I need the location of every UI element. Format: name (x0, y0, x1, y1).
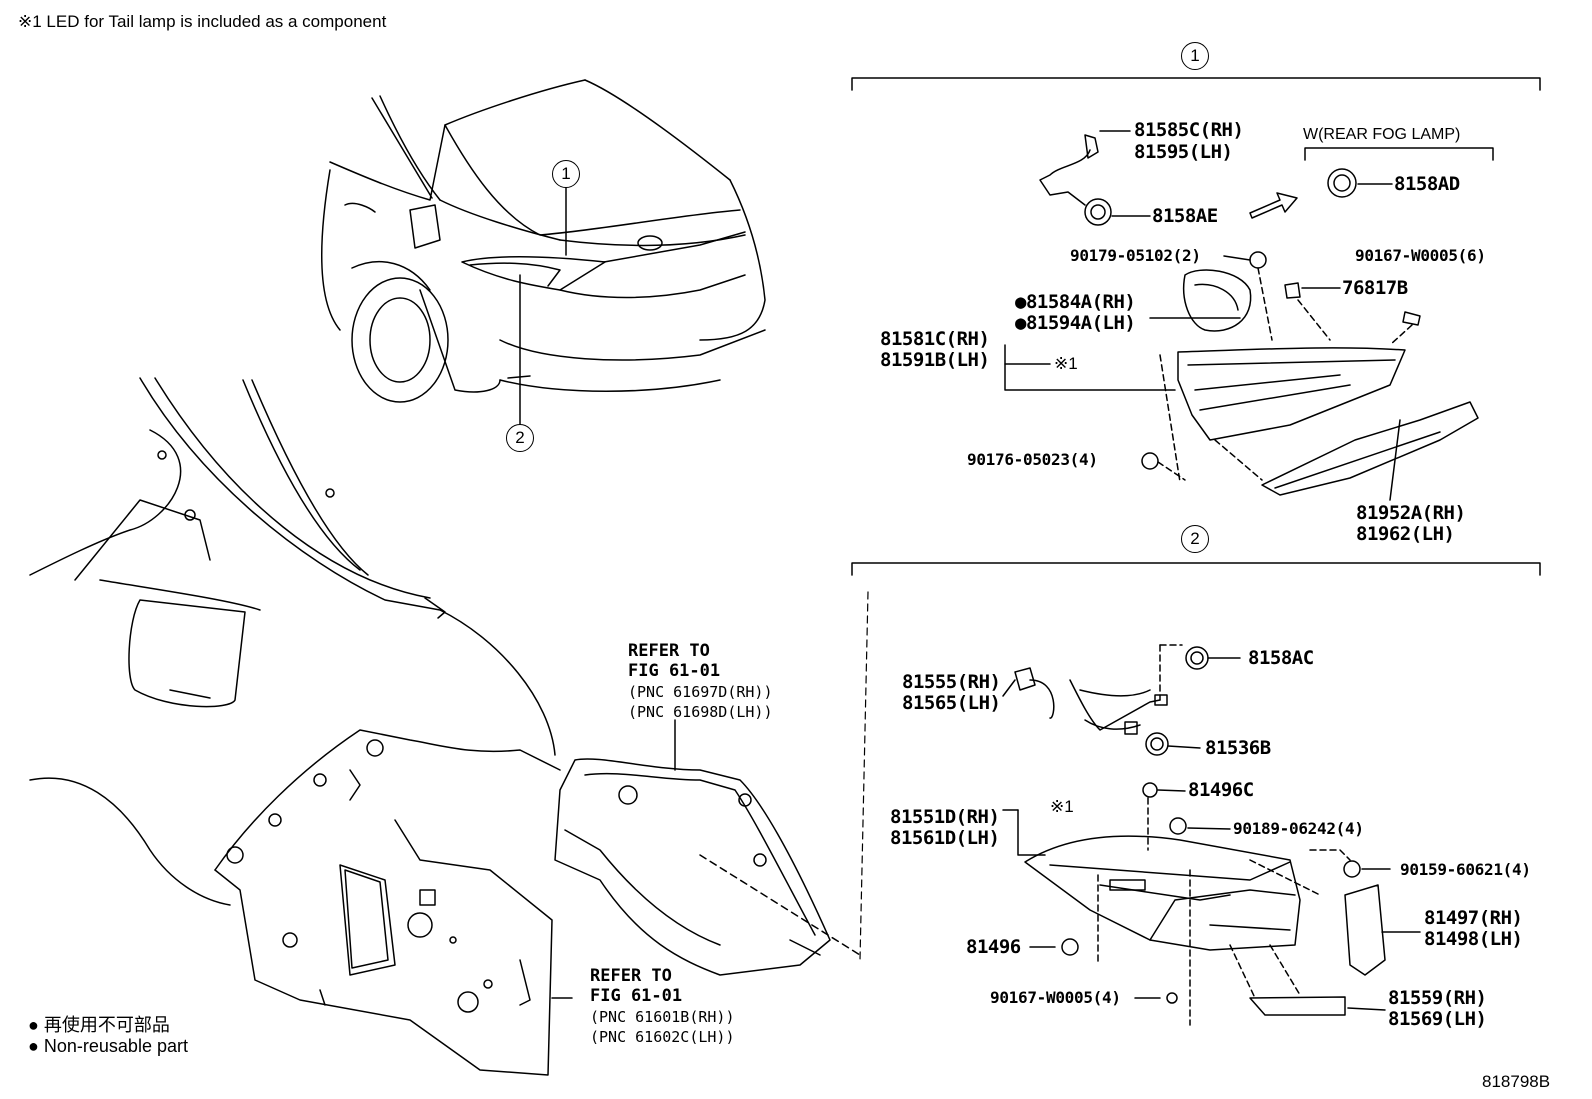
header-note: ※1 LED for Tail lamp is included as a co… (18, 12, 387, 31)
part-81584A[interactable]: ●81584A(RH) (1015, 291, 1136, 313)
rear-fog-lamp-label: W(REAR FOG LAMP) (1303, 126, 1461, 143)
part-81952A[interactable]: 81952A(RH) (1356, 502, 1466, 524)
part-90167-b[interactable]: 90167-W0005(4) (990, 988, 1121, 1007)
part-90159[interactable]: 90159-60621(4) (1400, 860, 1531, 879)
part-81591B[interactable]: 81591B(LH) (880, 349, 990, 371)
refer-lower-line-3: (PNC 61601B(RH)) (590, 1008, 735, 1026)
callout-2: 2 (506, 424, 534, 452)
part-81594A[interactable]: ●81594A(LH) (1015, 312, 1136, 334)
quarter-panel-assembly (29, 377, 869, 1076)
part-90179[interactable]: 90179-05102(2) (1070, 246, 1201, 265)
part-81962[interactable]: 81962(LH) (1356, 523, 1455, 545)
legend-jp: ● 再使用不可部品 (28, 1011, 170, 1037)
callout-1: 1 (552, 160, 580, 188)
part-90167-a[interactable]: 90167-W0005(6) (1355, 246, 1486, 265)
part-90189[interactable]: 90189-06242(4) (1233, 819, 1364, 838)
part-81551D[interactable]: 81551D(RH) (890, 806, 1000, 828)
legend-text-jp: 再使用不可部品 (43, 1015, 170, 1035)
group-1-callout: 1 (1181, 42, 1209, 70)
part-81581C[interactable]: 81581C(RH) (880, 328, 990, 350)
part-81498[interactable]: 81498(LH) (1424, 928, 1523, 950)
part-81561D[interactable]: 81561D(LH) (890, 827, 1000, 849)
part-81497[interactable]: 81497(RH) (1424, 907, 1523, 929)
part-8158AD[interactable]: 8158AD (1394, 173, 1460, 195)
part-81595[interactable]: 81595(LH) (1134, 141, 1233, 163)
legend-en: ● Non-reusable part (28, 1036, 188, 1057)
part-8158AC[interactable]: 8158AC (1248, 647, 1314, 669)
refer-upper-line-1: REFER TO (628, 641, 710, 661)
legend-text-en: Non-reusable part (43, 1036, 188, 1056)
refer-upper-line-4: (PNC 61698D(LH)) (628, 703, 773, 721)
group-1-frame (851, 77, 1541, 501)
part-81569[interactable]: 81569(LH) (1388, 1008, 1487, 1030)
led-note-ref-2: ※1 (1050, 797, 1074, 816)
part-81565[interactable]: 81565(LH) (902, 692, 1001, 714)
part-81496[interactable]: 81496 (966, 936, 1021, 958)
part-90176[interactable]: 90176-05023(4) (967, 450, 1098, 469)
legend-bullet-en: ● (28, 1036, 39, 1056)
led-note-ref-1: ※1 (1054, 354, 1078, 373)
group-2-callout: 2 (1181, 525, 1209, 553)
refer-upper-line-2[interactable]: FIG 61-01 (628, 661, 721, 681)
refer-lower-line-4: (PNC 61602C(LH)) (590, 1028, 735, 1046)
car-rear-view (321, 79, 766, 425)
part-8158AE[interactable]: 8158AE (1152, 205, 1218, 227)
refer-lower-line-2[interactable]: FIG 61-01 (590, 986, 683, 1006)
legend-bullet-jp: ● (28, 1015, 39, 1035)
group-2-frame (851, 562, 1541, 1026)
part-81555[interactable]: 81555(RH) (902, 671, 1001, 693)
part-81496C[interactable]: 81496C (1188, 779, 1254, 801)
part-76817B[interactable]: 76817B (1342, 277, 1408, 299)
refer-lower-line-1: REFER TO (590, 966, 672, 986)
figure-id: 818798B (1482, 1072, 1551, 1091)
part-81585C[interactable]: 81585C(RH) (1134, 119, 1244, 141)
part-81536B[interactable]: 81536B (1205, 737, 1271, 759)
part-81559[interactable]: 81559(RH) (1388, 987, 1487, 1009)
refer-upper-line-3: (PNC 61697D(RH)) (628, 683, 773, 701)
